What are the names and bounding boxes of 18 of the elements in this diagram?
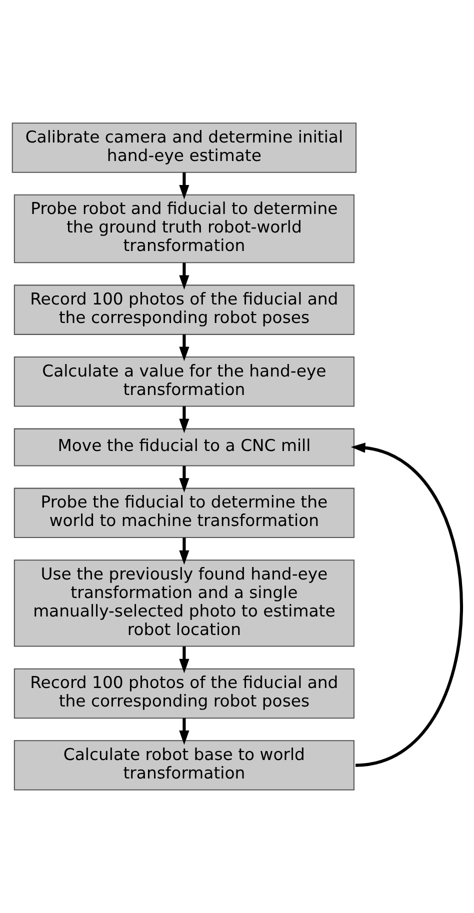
node-box: Probe robot and fiducial to determine the ground truth robot-world transformation bbox=[14, 194, 354, 264]
arrow bbox=[350, 442, 463, 767]
node-box: Calculate robot base to world transformation bbox=[14, 740, 354, 790]
node-box: Move the fiducial to a CNC mill bbox=[14, 428, 354, 466]
arrow bbox=[179, 262, 190, 290]
arrow bbox=[179, 334, 190, 362]
arrow bbox=[179, 172, 190, 200]
arrow bbox=[179, 538, 190, 565]
node-box: Probe the fiducial to determine the world to machine transformation bbox=[14, 488, 354, 538]
node-box: Use the previously found hand-eye transformation and a single manually-selected photo to estimate robot location bbox=[14, 560, 354, 647]
node-box: Record 100 photos of the fiducial and the corresponding robot poses bbox=[14, 284, 354, 335]
arrow bbox=[179, 646, 190, 674]
arrow bbox=[179, 466, 190, 493]
arrow bbox=[179, 718, 190, 745]
arrow bbox=[179, 406, 190, 434]
node-box: Calculate a value for the hand-eye transformation bbox=[14, 356, 354, 407]
node-box: Record 100 photos of the fiducial and the corresponding robot poses bbox=[14, 668, 354, 719]
node-box: Calibrate camera and determine initial hand-eye estimate bbox=[12, 122, 357, 173]
